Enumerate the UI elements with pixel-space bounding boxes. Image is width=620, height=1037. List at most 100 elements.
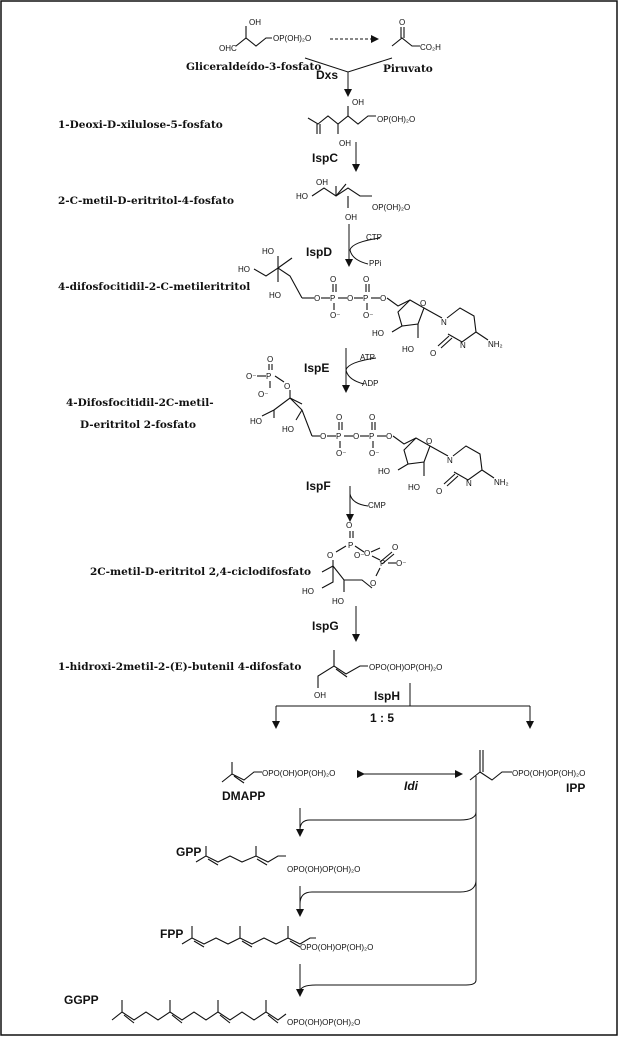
cdpme-p1: P xyxy=(330,294,335,303)
cdpmep-p1-oxo xyxy=(338,422,343,430)
gap-phosphate-label: OP(OH)₂O xyxy=(273,34,311,43)
mecpp-o-mid: O xyxy=(364,549,370,558)
pyruvate-o-label: O xyxy=(399,18,405,27)
cdpmep-o2: O xyxy=(353,432,359,441)
dxp-oh2-label: OH xyxy=(339,139,351,148)
dmapp-diphosphate: OPO(OH)OP(OH)₂O xyxy=(262,769,335,778)
label-dmapp: DMAPP xyxy=(222,789,265,803)
fpp-structure: OPO(OH)OP(OH)₂O xyxy=(181,926,373,952)
cdpmep-top-oxo xyxy=(268,364,273,370)
label-ipp: IPP xyxy=(566,781,585,795)
label-dxp: 1-Deoxi-D-xilulose-5-fosfato xyxy=(58,119,223,131)
gpp-structure: OPO(OH)OP(OH)₂O xyxy=(195,846,360,874)
cdpme-n1: N xyxy=(441,318,447,327)
pyruvate-bonds xyxy=(391,37,420,47)
gap-bonds xyxy=(235,37,272,47)
fpp-diphosphate: OPO(OH)OP(OH)₂O xyxy=(300,943,373,952)
dxp-phosphate-label: OP(OH)₂O xyxy=(377,115,415,124)
cdpmep-p1: P xyxy=(336,432,341,441)
enzyme-dxs: Dxs xyxy=(316,68,338,82)
ggpp-diphosphate: OPO(OH)OP(OH)₂O xyxy=(287,1018,360,1027)
mecpp-p1: P xyxy=(348,541,353,550)
cdpme-p2: P xyxy=(363,294,368,303)
cdpme-ribose-ho2: HO xyxy=(402,345,414,354)
dmapp-structure: OPO(OH)OP(OH)₂O xyxy=(221,762,335,784)
cdpme-p2-oxo xyxy=(365,284,370,292)
mecpp-o-left: O xyxy=(327,551,333,560)
gap-aldehyde-label: OHC xyxy=(219,44,237,53)
mep-bonds xyxy=(311,187,372,197)
cdpmep-top-o-link xyxy=(274,375,285,383)
mecpp-ch2oh xyxy=(321,566,334,589)
ispf-cofactor-curve xyxy=(349,493,369,507)
gpp-chain xyxy=(195,846,286,863)
cdpmep-top-o-bridge: O xyxy=(284,382,290,391)
cdpmep-to-nh2 xyxy=(481,469,495,479)
dxp-structure: OH OH OP(OH)₂O xyxy=(307,98,415,148)
cdpmep-methyl xyxy=(289,397,303,405)
enzyme-ispe: IspE xyxy=(304,361,329,375)
gpp-doubles xyxy=(207,858,268,866)
cdpmep-top-ominus1: O⁻ xyxy=(246,372,256,381)
cdpmep-p2-o-top: O xyxy=(369,413,375,422)
mecpp-p1-oxo xyxy=(349,531,354,538)
mep-ho2-label: OH xyxy=(316,178,328,187)
label-hmbpp: 1-hidroxi-2metil-2-(E)-butenil 4-difosfa… xyxy=(58,661,301,673)
ipp-structure: OPO(OH)OP(OH)₂O xyxy=(469,750,585,781)
label-mecpp: 2C-metil-D-eritritol 2,4-ciclodifosfato xyxy=(90,566,311,578)
mecpp-p2-o: O xyxy=(392,543,398,552)
mecpp-top-o: O xyxy=(346,521,352,530)
mecpp-p2-ominus: O⁻ xyxy=(396,559,406,568)
cdpmep-o3: O xyxy=(386,432,392,441)
cdpme-o2: O xyxy=(347,294,353,303)
enzyme-ispg: IspG xyxy=(312,619,339,633)
cdpmep-o1: O xyxy=(320,432,326,441)
ispe-cofactor-curve xyxy=(345,357,377,385)
ipp-double xyxy=(469,750,484,781)
enzyme-ispd: IspD xyxy=(306,245,332,259)
ipp-diphosphate: OPO(OH)OP(OH)₂O xyxy=(512,769,585,778)
pyruvate-co2h-label: CO₂H xyxy=(420,43,441,52)
ipp-feed-line-main xyxy=(316,776,477,986)
label-pyruvate: Piruvato xyxy=(383,63,433,75)
ipp-to-gpp-join xyxy=(299,811,477,831)
label-mep: 2-C-metil-D-eritritol-4-fosfato xyxy=(58,195,234,207)
mecpp-p1-ominus: O⁻ xyxy=(354,551,364,560)
cdpmep-p2-ominus: O⁻ xyxy=(369,449,379,458)
cdpme-pyr-oxo xyxy=(437,335,453,349)
cdpme-pyr-o: O xyxy=(430,349,436,358)
mecpp-structure: O P O O P O⁻ O O O⁻ HO HO xyxy=(302,521,406,606)
cdpme-p1-o-top: O xyxy=(330,275,336,284)
cdpme-to-n xyxy=(423,307,443,319)
cdpmep-pyr-oxo xyxy=(443,473,459,487)
cdpmep-p1-o-top: O xyxy=(336,413,342,422)
fpp-doubles xyxy=(193,940,301,948)
mep-oh3-label: OH xyxy=(345,213,357,222)
cdpmep-to-ribose xyxy=(392,435,417,445)
mecpp-ring-bottom xyxy=(332,565,373,589)
cdpme-pyrimidine xyxy=(446,307,477,343)
gap-oh-label: OH xyxy=(249,18,261,27)
cdpme-p1-oxo xyxy=(332,284,337,292)
mecpp-p2-down xyxy=(375,567,381,577)
ispd-cofactor-curve xyxy=(349,237,381,265)
cdpmep-n1: N xyxy=(447,456,453,465)
gap-structure: OHC OH OP(OH)₂O xyxy=(219,18,311,53)
cdpmep-top-ominus2: O⁻ xyxy=(258,390,268,399)
cdpmep-ribose-o: O xyxy=(426,437,432,446)
label-gpp: GPP xyxy=(176,845,201,859)
dmapp-ipp-ratio: 1 : 5 xyxy=(370,711,394,725)
ipp-to-fpp-join xyxy=(299,879,477,905)
cdpmep-pyr-o: O xyxy=(436,487,442,496)
ipp-chain xyxy=(479,771,512,781)
label-cdpmep-line2: D-eritritol 2-fosfato xyxy=(80,419,196,431)
cdpme-p2-ominus: O⁻ xyxy=(363,311,373,320)
cdpmep-ribose-ring xyxy=(403,437,431,465)
hmbpp-double xyxy=(335,668,348,678)
cdpme-o3: O xyxy=(380,294,386,303)
hmbpp-structure: OH OPO(OH)OP(OH)₂O xyxy=(314,650,442,700)
dxp-carbonyl xyxy=(316,124,321,134)
cdpme-ribose-oh1 xyxy=(391,325,403,333)
cdpmep-to-n xyxy=(429,445,449,457)
